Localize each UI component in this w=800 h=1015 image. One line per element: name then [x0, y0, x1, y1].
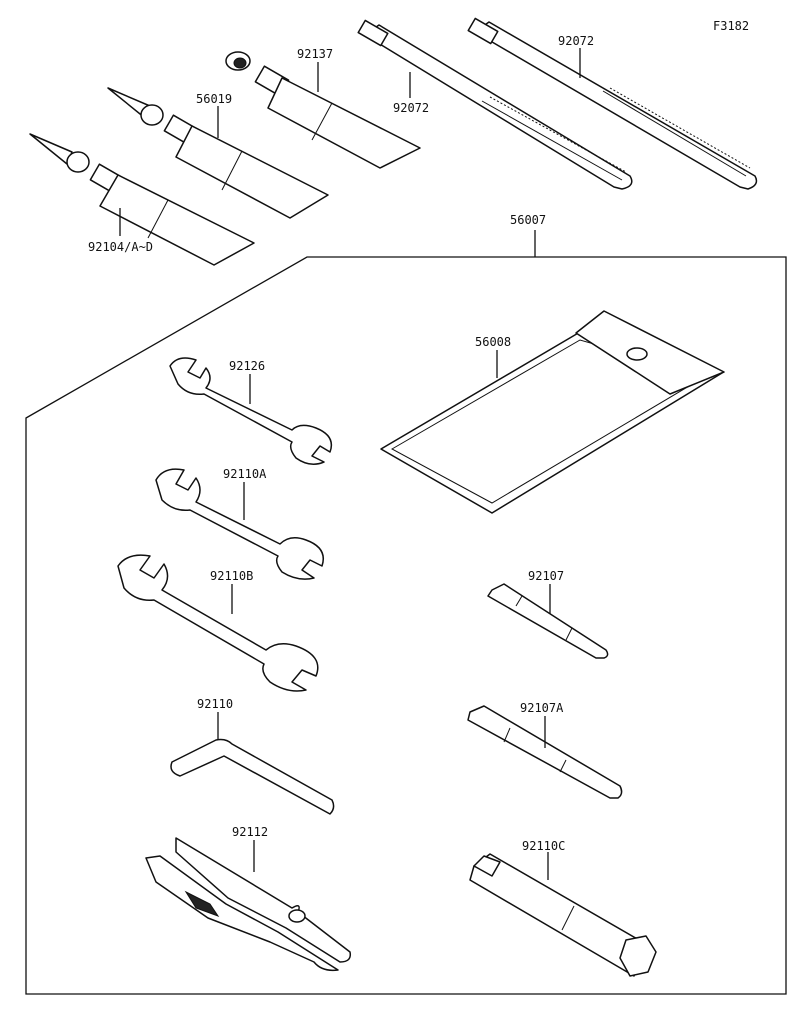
callout-56008: 56008 — [475, 335, 511, 349]
cable-tie-right: 92072 — [467, 17, 758, 190]
grease-tube-small: 92137 — [225, 47, 421, 169]
tool-pouch: 56008 — [380, 310, 725, 514]
grease-tube-front: 92104/A~D — [29, 133, 255, 266]
callout-92126: 92126 — [229, 359, 265, 373]
callout-92110: 92110 — [197, 697, 233, 711]
callout-56007: 56007 — [510, 213, 546, 227]
wrench-92110b: 92110B — [117, 554, 319, 692]
callout-92110a: 92110A — [223, 467, 267, 481]
box-spanner: 92110C — [469, 839, 657, 977]
callout-92107: 92107 — [528, 569, 564, 583]
hex-key: 92110 — [170, 697, 335, 815]
callout-92107a: 92107A — [520, 701, 564, 715]
callout-92072-right: 92072 — [558, 34, 594, 48]
pliers: 92112 — [145, 825, 352, 972]
screwdriver-long: 92107A — [467, 701, 623, 799]
kit-outline: 56007 — [25, 213, 787, 995]
callout-92137: 92137 — [297, 47, 333, 61]
screwdriver-short: 92107 — [487, 569, 609, 659]
callout-92112: 92112 — [232, 825, 268, 839]
grease-tube-mid: 56019 — [107, 87, 329, 219]
cable-tie-left: 92072 — [357, 19, 633, 190]
callout-92110b: 92110B — [210, 569, 253, 583]
callout-92104: 92104/A~D — [88, 240, 153, 254]
figure-code: F3182 — [713, 19, 749, 33]
callout-92110c: 92110C — [522, 839, 565, 853]
wrench-92126: 92126 — [169, 357, 333, 465]
callout-92072-left: 92072 — [393, 101, 429, 115]
callout-56019: 56019 — [196, 92, 232, 106]
wrench-92110a: 92110A — [155, 467, 324, 580]
